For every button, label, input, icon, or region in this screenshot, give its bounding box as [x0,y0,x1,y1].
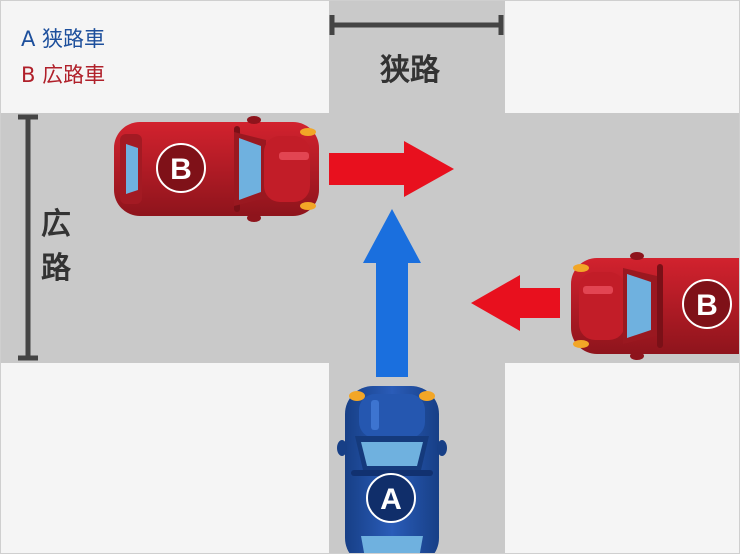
wide-road-label-top: 広 [41,207,71,242]
legend-car-a: A 狭路車 [21,27,106,51]
car-b-right [571,252,739,360]
wide-road-width-marker [18,114,38,361]
arrow-red-right [329,141,454,197]
car-a [337,386,447,553]
car-b-left [114,116,319,222]
narrow-road-label: 狭路 [380,53,440,88]
arrow-blue-up [363,209,421,377]
car-b-left-badge: B [170,153,192,186]
car-a-badge: A [380,483,402,516]
narrow-road-width-marker [329,15,504,35]
legend-car-b: B 広路車 [21,63,106,87]
wide-road-label-bottom: 路 [41,251,71,286]
car-b-right-badge: B [696,289,718,322]
arrow-red-left [471,275,560,331]
